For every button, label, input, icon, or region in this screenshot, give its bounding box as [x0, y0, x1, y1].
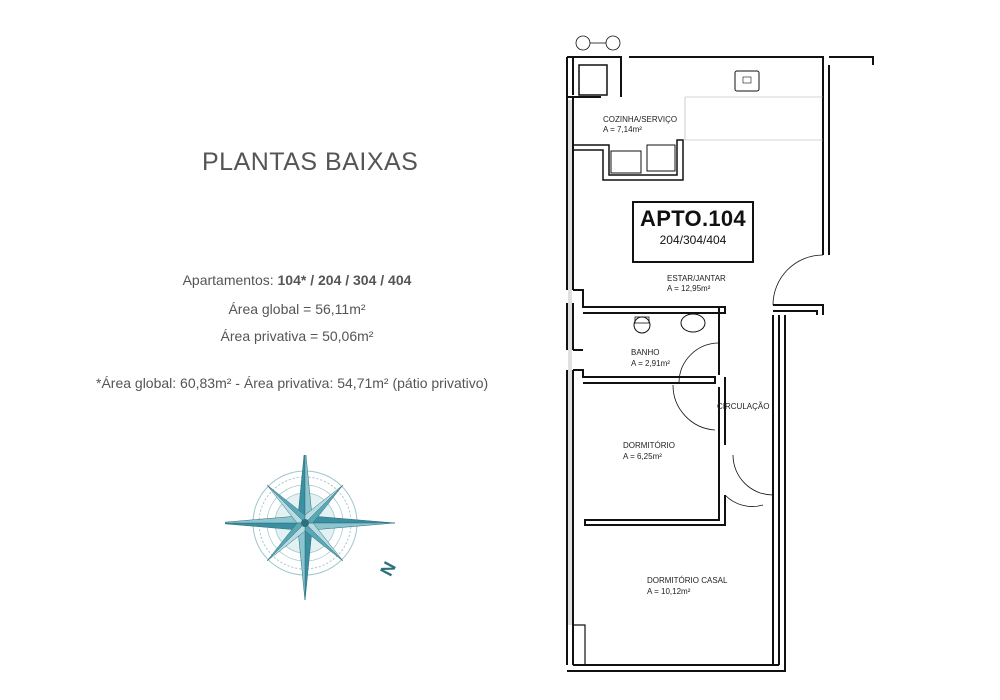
apartment-name: APTO.104 — [640, 206, 746, 231]
area-global: Área global = 56,11m² — [228, 301, 366, 317]
page-title: PLANTAS BAIXAS — [202, 148, 419, 176]
room-area-casal: A = 10,12m² — [647, 587, 691, 596]
room-name-estar: ESTAR/JANTAR — [667, 274, 726, 283]
compass-north-label: N — [376, 558, 400, 579]
floor-plan: COZINHA/SERVIÇO A = 7,14m² ESTAR/JANTAR … — [566, 35, 874, 672]
apartments-line: Apartamentos: 104* / 204 / 304 / 404 — [0, 272, 597, 288]
apartment-label-box: APTO.104 204/304/404 — [632, 201, 754, 263]
room-name-banho: BANHO — [631, 348, 659, 357]
room-area-banho: A = 2,91m² — [631, 359, 670, 368]
apartment-variants: 204/304/404 — [659, 233, 727, 247]
room-name-dormitorio: DORMITÓRIO — [623, 441, 675, 450]
compass-rose-icon: N — [225, 455, 400, 600]
apartments-label: Apartamentos: — [182, 272, 278, 288]
room-name-casal: DORMITÓRIO CASAL — [647, 576, 728, 585]
room-name-circulacao: CIRCULAÇÃO — [717, 402, 769, 411]
room-area-dormitorio: A = 6,25m² — [623, 452, 662, 461]
footnote: *Área global: 60,83m² - Área privativa: … — [96, 375, 489, 391]
room-area-estar: A = 12,95m² — [667, 284, 711, 293]
area-privativa: Área privativa = 50,06m² — [220, 328, 374, 344]
room-name-cozinha: COZINHA/SERVIÇO — [603, 115, 677, 124]
room-area-cozinha: A = 7,14m² — [603, 125, 642, 134]
apartments-units: 104* / 204 / 304 / 404 — [277, 272, 412, 288]
